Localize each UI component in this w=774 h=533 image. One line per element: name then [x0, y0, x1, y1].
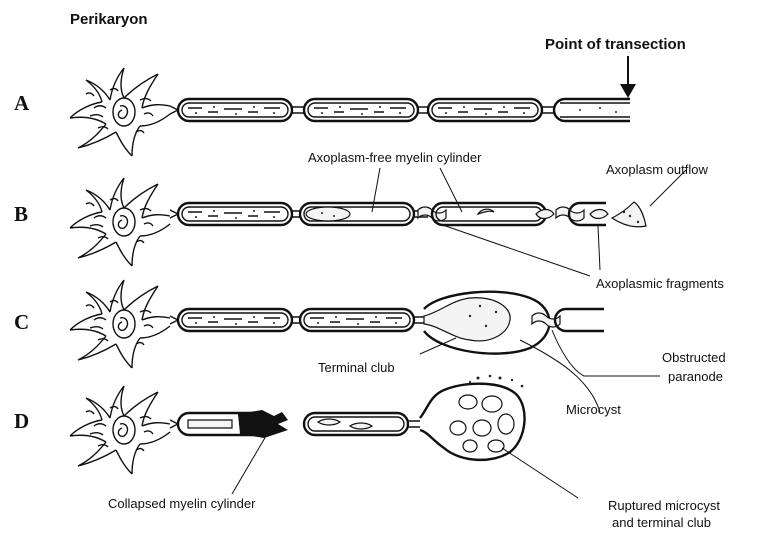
transection-label: Point of transection [545, 36, 686, 53]
label-axoplasmic-fragments: Axoplasmic fragments [596, 276, 724, 291]
label-microcyst: Microcyst [566, 402, 621, 417]
row-letter-a: A [14, 91, 30, 115]
label-terminal-club: Terminal club [318, 360, 395, 375]
row-d-neuron [70, 375, 525, 474]
label-axoplasm-outflow: Axoplasm outflow [606, 162, 708, 177]
row-a-neuron [70, 68, 630, 156]
row-letter-b: B [14, 202, 28, 226]
row-letter-c: C [14, 310, 29, 334]
label-collapsed-myelin: Collapsed myelin cylinder [108, 496, 256, 511]
label-ruptured-line2: and terminal club [612, 515, 711, 530]
label-axoplasm-free-cylinder: Axoplasm-free myelin cylinder [308, 150, 482, 165]
row-b-neuron [70, 178, 646, 266]
row-c-neuron [70, 280, 604, 368]
transection-arrow [620, 56, 636, 98]
perikaryon-label: Perikaryon [70, 11, 148, 28]
label-obstructed-line2: paranode [668, 369, 723, 384]
row-letter-d: D [14, 409, 29, 433]
label-ruptured-line1: Ruptured microcyst [608, 498, 720, 513]
label-obstructed-line1: Obstructed [662, 350, 726, 365]
